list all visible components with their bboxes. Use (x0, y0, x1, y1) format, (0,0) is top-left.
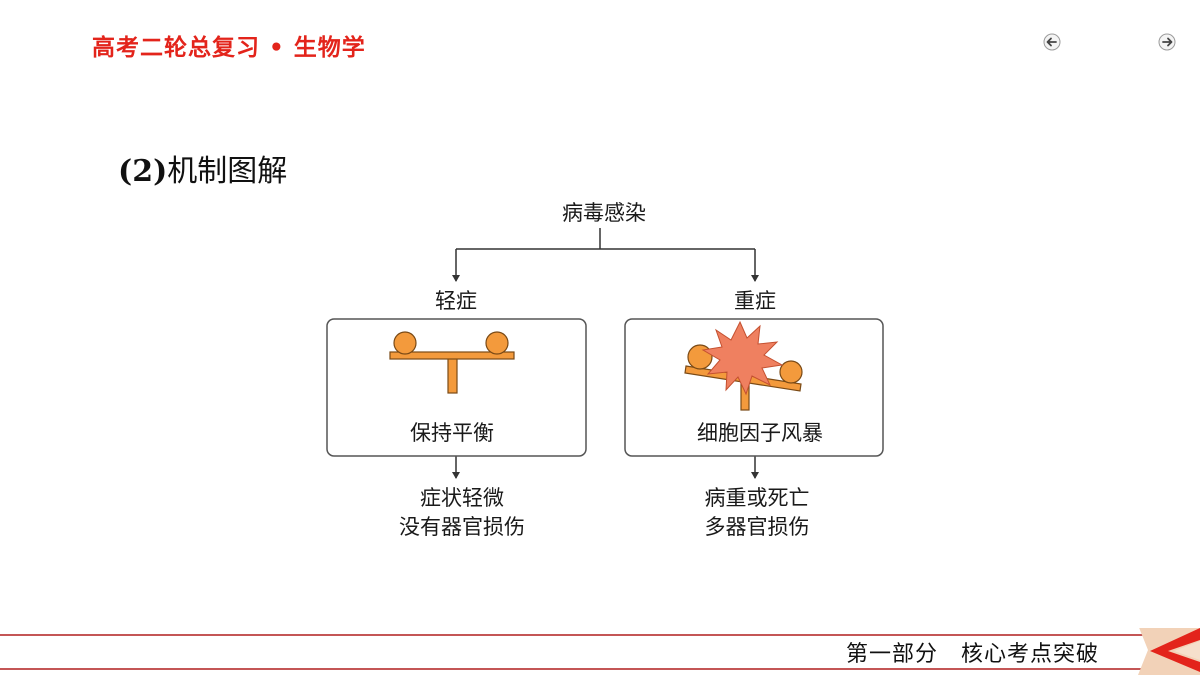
footer-section-label: 第一部分 核心考点突破 (846, 642, 1100, 667)
root-label: 病毒感染 (562, 201, 646, 225)
section-title: 机制图解 (167, 154, 288, 189)
chevron-left-icon[interactable] (1138, 628, 1200, 675)
severe-outcome-line2: 多器官损伤 (705, 515, 810, 539)
section-heading: (2)机制图解 (118, 146, 287, 190)
severe-outcome-line1: 病重或死亡 (705, 486, 810, 510)
mild-outcome-line1: 症状轻微 (420, 486, 504, 510)
back-arrow-icon[interactable] (1043, 33, 1061, 51)
connector-lines (452, 228, 759, 479)
forward-arrow-icon[interactable] (1158, 33, 1176, 51)
balanced-seesaw-icon (389, 331, 515, 394)
course-title: 高考二轮总复习 • 生物学 (92, 35, 366, 61)
section-number: (2) (118, 154, 168, 189)
tilted-seesaw-explosion-icon (684, 320, 803, 411)
mild-outcome-line2: 没有器官损伤 (399, 515, 525, 539)
severe-case-label: 重症 (734, 289, 776, 313)
mild-box-caption: 保持平衡 (410, 421, 494, 445)
severe-box-caption: 细胞因子风暴 (697, 421, 823, 445)
footer-bar (0, 628, 1200, 675)
mild-case-label: 轻症 (435, 289, 477, 313)
